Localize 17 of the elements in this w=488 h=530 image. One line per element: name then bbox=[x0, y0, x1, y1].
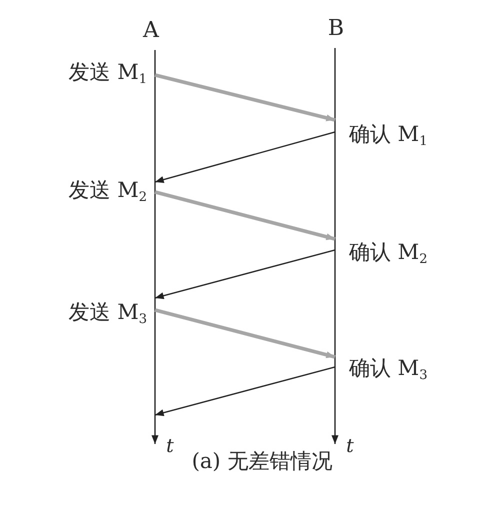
message-arrow bbox=[154, 131, 336, 184]
message-arrow bbox=[154, 190, 336, 241]
event-label: 确认 M$_{1}$ bbox=[335, 119, 428, 149]
message-arrow bbox=[154, 249, 336, 300]
event-label: 确认 M$_{2}$ bbox=[335, 237, 428, 267]
message-arrow bbox=[154, 366, 336, 416]
event-label: 发送 M$_{3}$ bbox=[68, 297, 155, 327]
time-label: t bbox=[346, 436, 354, 457]
event-label: 发送 M$_{1}$ bbox=[68, 57, 155, 87]
caption: (a) 无差错情况 bbox=[192, 450, 332, 474]
time-label: t bbox=[166, 436, 174, 457]
event-label: 确认 M$_{3}$ bbox=[335, 353, 428, 383]
message-arrow bbox=[154, 73, 336, 122]
message-arrow bbox=[154, 308, 336, 359]
event-label: 发送 M$_{2}$ bbox=[68, 175, 155, 205]
lifeline-label: B bbox=[328, 17, 344, 42]
lifeline-label: A bbox=[143, 19, 159, 44]
